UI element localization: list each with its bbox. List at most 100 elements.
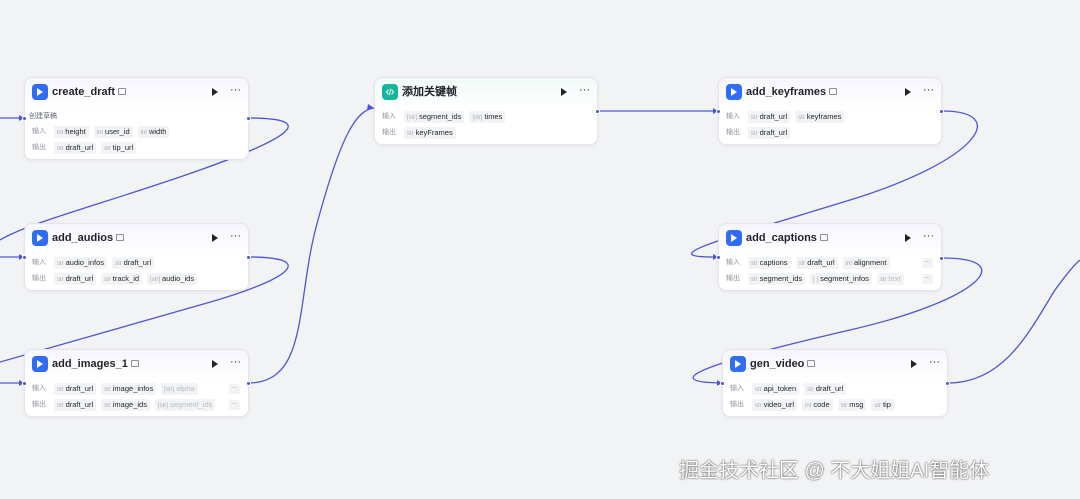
output-port[interactable]	[595, 109, 600, 114]
input-label: 输入	[32, 259, 46, 266]
node-title: add_keyframes	[746, 84, 838, 100]
node-title: gen_video	[750, 356, 816, 372]
input-label: 输入	[382, 113, 396, 120]
more-options-button[interactable]: ···	[929, 356, 940, 368]
more-options-button[interactable]: ···	[923, 84, 934, 96]
version-icon	[807, 360, 816, 367]
output-port[interactable]	[939, 109, 944, 114]
version-icon	[130, 360, 139, 367]
input-port[interactable]	[716, 109, 721, 114]
play-icon[interactable]	[212, 234, 218, 242]
more-params-button[interactable]: ···	[922, 274, 933, 284]
plugin-icon	[726, 230, 742, 246]
version-icon	[116, 234, 125, 241]
node-title: create_draft	[52, 84, 126, 100]
code-icon	[382, 84, 398, 100]
input-label: 输入	[32, 128, 46, 135]
param-chip: [str]segment_ids	[154, 399, 216, 411]
output-port[interactable]	[939, 256, 944, 261]
param-chip: [str]segment_ids	[403, 111, 465, 123]
more-options-button[interactable]: ···	[579, 84, 590, 96]
play-icon[interactable]	[905, 88, 911, 96]
play-icon[interactable]	[905, 234, 911, 242]
input-port[interactable]	[716, 255, 721, 260]
plugin-icon	[32, 84, 48, 100]
param-chip: [str]times	[469, 111, 506, 123]
output-port[interactable]	[945, 381, 950, 386]
plugin-icon	[730, 356, 746, 372]
more-options-button[interactable]: ···	[923, 230, 934, 242]
node-description: 创建草稿	[29, 113, 57, 120]
node-title: add_captions	[746, 230, 828, 246]
input-label: 输入	[32, 385, 46, 392]
output-port[interactable]	[246, 116, 251, 121]
edge-add-images-to-keyframe-code	[247, 107, 375, 384]
output-label: 输出	[32, 275, 46, 282]
plugin-icon	[32, 356, 48, 372]
more-params-button[interactable]: ···	[229, 400, 240, 410]
output-port[interactable]	[246, 381, 251, 386]
node-header: 添加关键帧 ···	[382, 84, 591, 102]
play-icon[interactable]	[561, 88, 567, 96]
play-icon[interactable]	[911, 360, 917, 368]
input-port[interactable]	[720, 381, 725, 386]
output-label: 输出	[382, 129, 396, 136]
output-label: 输出	[730, 401, 744, 408]
more-options-button[interactable]: ···	[230, 84, 241, 96]
param-chip: [str]alpha	[161, 383, 198, 395]
more-params-button[interactable]: ···	[922, 258, 933, 268]
node-add-keyframe-code[interactable]: 添加关键帧 ··· 输入 [str]segment_ids [str]times…	[374, 77, 598, 145]
output-port[interactable]	[246, 255, 251, 260]
param-chip: [ ]segment_infos	[810, 273, 872, 285]
input-port[interactable]	[22, 116, 27, 121]
more-params-button[interactable]: ···	[229, 384, 240, 394]
input-port[interactable]	[22, 381, 27, 386]
node-title: add_images_1	[52, 356, 139, 372]
play-icon[interactable]	[212, 360, 218, 368]
more-options-button[interactable]: ···	[230, 356, 241, 368]
node-title: 添加关键帧	[402, 86, 457, 98]
input-label: 输入	[726, 259, 740, 266]
input-port[interactable]	[22, 255, 27, 260]
more-options-button[interactable]: ···	[230, 230, 241, 242]
input-label: 输入	[726, 113, 740, 120]
input-label: 输入	[730, 385, 744, 392]
play-icon[interactable]	[212, 88, 218, 96]
plugin-icon	[726, 84, 742, 100]
plugin-icon	[32, 230, 48, 246]
